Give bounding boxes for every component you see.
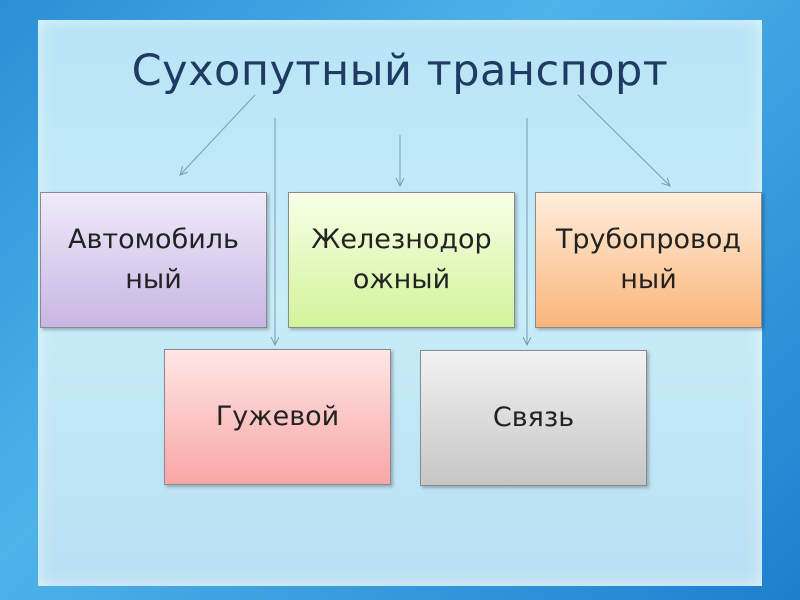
- box-label-line: ожный: [352, 264, 451, 295]
- box-label-line: Железнодор: [311, 224, 492, 255]
- box-pipeline: Трубопровод ный: [535, 192, 762, 328]
- box-label-line: Связь: [492, 402, 575, 433]
- box-horse-drawn: Гужевой: [164, 349, 391, 485]
- box-label-line: ный: [620, 264, 677, 295]
- box-railway: Железнодор ожный: [288, 192, 515, 328]
- slide-title: Сухопутный транспорт: [131, 46, 669, 96]
- arrow-to-automobile: [180, 94, 256, 175]
- arrow-to-pipeline: [577, 94, 670, 186]
- box-automobile: Автомобиль ный: [40, 192, 267, 328]
- box-communication: Связь: [420, 350, 647, 486]
- box-label-line: ный: [125, 264, 182, 295]
- box-label-line: Трубопровод: [555, 224, 742, 255]
- box-label-line: Гужевой: [215, 401, 340, 432]
- box-label-line: Автомобиль: [68, 224, 239, 255]
